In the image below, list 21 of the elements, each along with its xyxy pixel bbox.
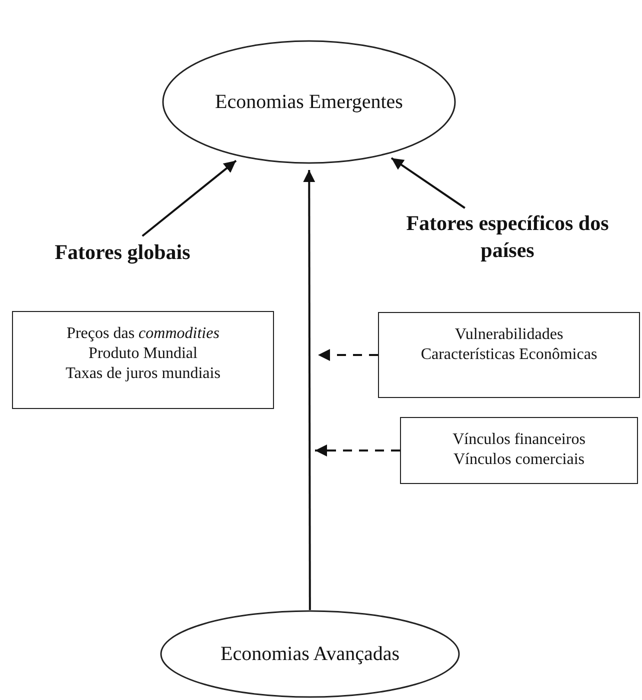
arrow [142, 160, 237, 237]
factor-box [400, 417, 638, 484]
node-title: Economias Avançadas [220, 644, 400, 664]
factor-box [378, 312, 640, 398]
ellipse-node [160, 610, 460, 698]
factor-text: Vínculos comerciais [453, 450, 585, 470]
ellipse-node [162, 40, 456, 164]
dashed-arrow [315, 444, 400, 456]
dashed-arrow [318, 349, 378, 361]
factor-text: Taxas de juros mundiais [66, 364, 220, 384]
factor-text: Preços das commodities [66, 324, 220, 344]
arrow [303, 170, 316, 610]
factor-label: Fatores globais [25, 236, 220, 268]
factor-box [12, 311, 274, 409]
node-title: Economias Emergentes [215, 92, 403, 112]
factor-label: Fatores específicos dos países [385, 208, 630, 266]
factor-text: Produto Mundial [88, 344, 198, 364]
arrow [390, 157, 466, 209]
factor-text: Vínculos financeiros [452, 430, 586, 450]
factor-text: Características Econômicas [420, 345, 598, 365]
factor-text: Vulnerabilidades [454, 325, 564, 345]
